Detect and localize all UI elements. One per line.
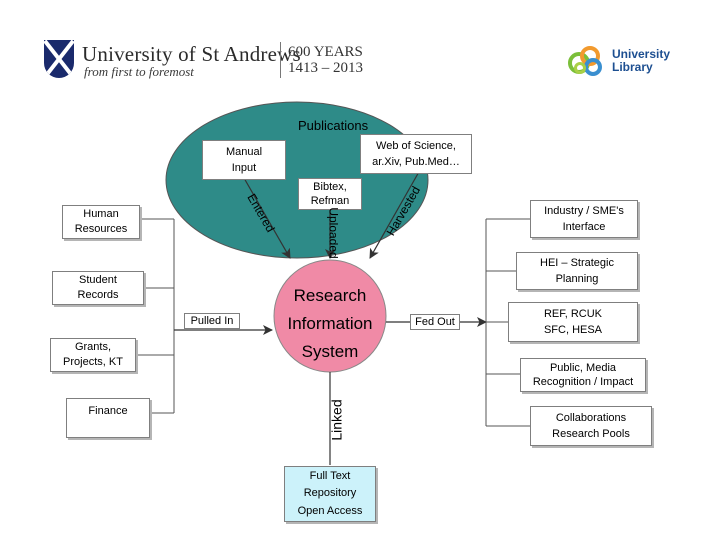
entered-arrow <box>243 177 291 259</box>
source-student-records: Student Records <box>52 271 144 305</box>
ring-icon-lime <box>574 62 586 74</box>
anniversary-block: 600 YEARS 1413 – 2013 <box>288 44 363 76</box>
source-grants-projects: Grants, Projects, KT <box>50 338 136 372</box>
uploaded-label: Uploaded <box>326 207 341 259</box>
manual-input-box: Manual Input <box>202 140 286 180</box>
publications-title: Publications <box>298 118 369 133</box>
bibtex-box: Bibtex, Refman <box>298 178 362 210</box>
web-of-science-box: Web of Science, ar.Xiv, Pub.Med… <box>360 134 472 174</box>
library-logo: University Library <box>568 44 678 80</box>
logo-divider <box>280 42 281 78</box>
fed-out-label: Fed Out <box>410 314 460 330</box>
years-title: 600 YEARS <box>288 44 363 60</box>
output-ref-rcuk: REF, RCUK SFC, HESA <box>508 302 638 342</box>
source-finance: Finance <box>66 398 150 438</box>
output-public-media: Public, Media Recognition / Impact <box>520 358 646 392</box>
output-industry-interface: Industry / SME's Interface <box>530 200 638 238</box>
ring-icon-blue <box>584 58 602 76</box>
library-line1: University <box>612 47 671 61</box>
library-wordmark: University Library <box>612 48 670 74</box>
linked-label: Linked <box>328 399 345 441</box>
output-hei-strategic-planning: HEI – Strategic Planning <box>516 252 638 290</box>
university-name: University of St Andrews <box>82 42 301 66</box>
university-logo: University of St Andrews from first to f… <box>44 40 364 80</box>
library-line2: Library <box>612 60 653 74</box>
harvested-arrow <box>369 169 421 259</box>
full-text-repository-box: Full Text Repository Open Access <box>284 466 376 522</box>
years-range: 1413 – 2013 <box>288 60 363 76</box>
crest-icon <box>44 40 74 78</box>
output-collaborations: Collaborations Research Pools <box>530 406 652 446</box>
pulled-in-label: Pulled In <box>184 313 240 329</box>
university-tagline: from first to foremost <box>84 64 194 79</box>
research-information-system-label: Research Information System <box>287 286 373 361</box>
source-human-resources: Human Resources <box>62 205 140 239</box>
